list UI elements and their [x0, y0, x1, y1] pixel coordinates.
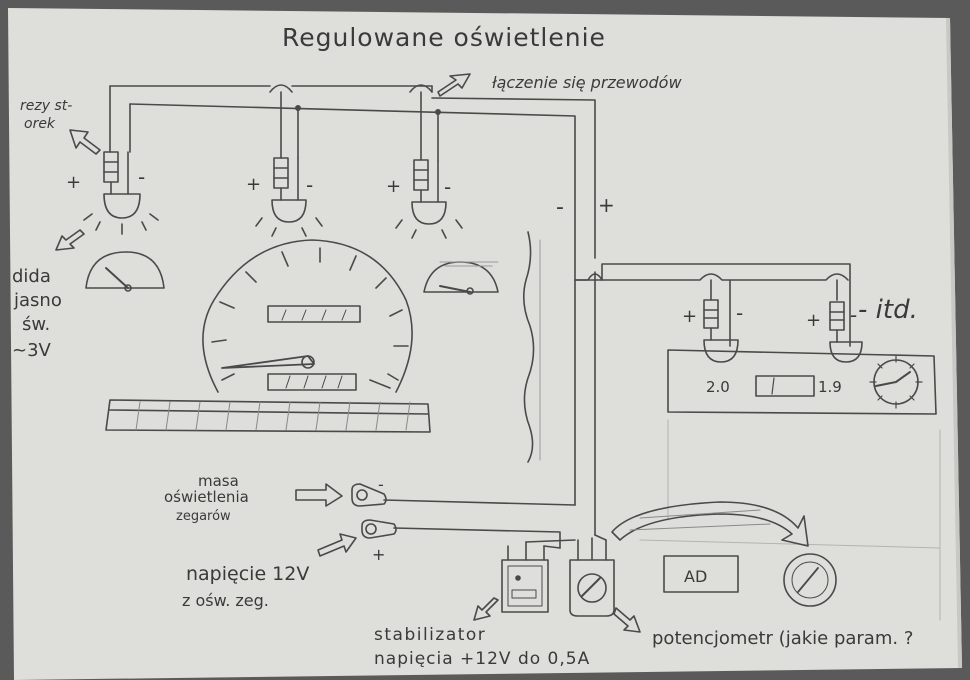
lamp-3-minus: -: [444, 175, 451, 199]
voltage-label-1: napięcie 12V: [186, 563, 309, 585]
speedometer-dial: [202, 239, 413, 393]
etc-label: - itd.: [858, 295, 918, 325]
ground-label-2: oświetlenia: [164, 488, 249, 506]
stabilizer-label-1: stabilizator: [374, 625, 486, 645]
right-display-window: [755, 375, 815, 397]
positive-terminal: [361, 519, 397, 539]
speedometer-needle: [221, 355, 315, 369]
lamp-2-wires: [280, 91, 299, 159]
small-gauge-left: [85, 251, 165, 289]
right-display-panel: [667, 349, 937, 415]
lamp-3-plus: +: [386, 176, 401, 197]
speedometer-display-lower: [267, 373, 357, 391]
lamp-3-bulb: [411, 201, 447, 225]
minus-wire-label: -: [556, 195, 564, 220]
lamp-1-plus: +: [66, 172, 81, 193]
diode-label-4: ~3V: [12, 340, 52, 361]
resistor-label-bottom: orek: [24, 116, 56, 132]
ground-label-1: masa: [198, 472, 239, 490]
climate-display-label: AD: [684, 567, 707, 586]
potentiometer-label: potencjometr (jakie param. ?: [652, 628, 913, 649]
arrow-diode: [55, 229, 85, 251]
page-title: Regulowane oświetlenie: [282, 23, 606, 52]
climate-knob: [783, 553, 837, 607]
diode-label-2: jasno: [13, 290, 62, 311]
resistor-label-top: rezy st-: [20, 98, 72, 114]
ghost-frame-lines: [639, 419, 941, 621]
lamp-5-bulb: [829, 341, 863, 363]
right-branch-lower: [574, 273, 849, 281]
right-branch-upper: [574, 263, 851, 347]
pencil-drawing: [55, 73, 941, 633]
arrow-resistor: [69, 129, 101, 155]
arrow-stabilizer: [473, 597, 499, 621]
lamp-4-minus: -: [736, 301, 743, 325]
stabilizer-label-2: napięcia +12V do 0,5A: [374, 649, 590, 669]
paper-sheet: [8, 8, 962, 680]
wavy-separator: [522, 231, 535, 463]
main-positive-wire: [431, 85, 596, 536]
lamp-5-minus: -: [850, 303, 857, 327]
potentiometer-body: [569, 559, 615, 617]
arrow-voltage: [317, 533, 357, 557]
lamp-4-plus: +: [682, 306, 697, 327]
paper-shadow-edge: [946, 18, 962, 668]
plus-wire-label: +: [598, 193, 615, 217]
top-rail-negative: [129, 103, 576, 506]
stabilizer-body: [501, 559, 549, 613]
junction-bridge-1: [269, 84, 293, 93]
ground-terminal-sign: -: [378, 475, 384, 494]
diode-label-3: św.: [22, 314, 50, 335]
arrow-potentiometer: [613, 607, 641, 633]
speedometer-ticks: [211, 247, 409, 389]
positive-terminal-sign: +: [372, 545, 385, 564]
dashboard-strip: [105, 399, 431, 433]
lamp-2-bulb: [271, 199, 307, 223]
junction-label: łączenie się przewodów: [492, 73, 682, 92]
junction-bridge-2: [409, 84, 433, 93]
lamp-1-bulb: [103, 193, 141, 219]
ground-label-3: zegarów: [176, 509, 231, 524]
lamp-2-minus: -: [306, 173, 313, 197]
lamp-1-rays: [83, 213, 159, 235]
lamp-3-wires: [420, 91, 439, 161]
speedometer-display-upper: [267, 305, 361, 323]
display-left-value: 2.0: [706, 378, 730, 396]
display-right-value: 1.9: [818, 378, 842, 396]
lamp-1-minus: -: [138, 165, 145, 189]
lamp-2-rays: [255, 217, 323, 237]
lamp-3-rays: [395, 219, 463, 239]
climate-display: [663, 555, 739, 593]
arrow-junction: [437, 73, 471, 97]
diode-label-1: dida: [12, 266, 51, 287]
lamp-1-wires: [109, 85, 131, 153]
lamp-5-plus: +: [806, 310, 821, 331]
curved-arrow: [611, 501, 809, 547]
arrow-ground: [295, 483, 343, 507]
voltage-label-2: z ośw. zeg.: [182, 591, 269, 610]
lamp-2-plus: +: [246, 174, 261, 195]
